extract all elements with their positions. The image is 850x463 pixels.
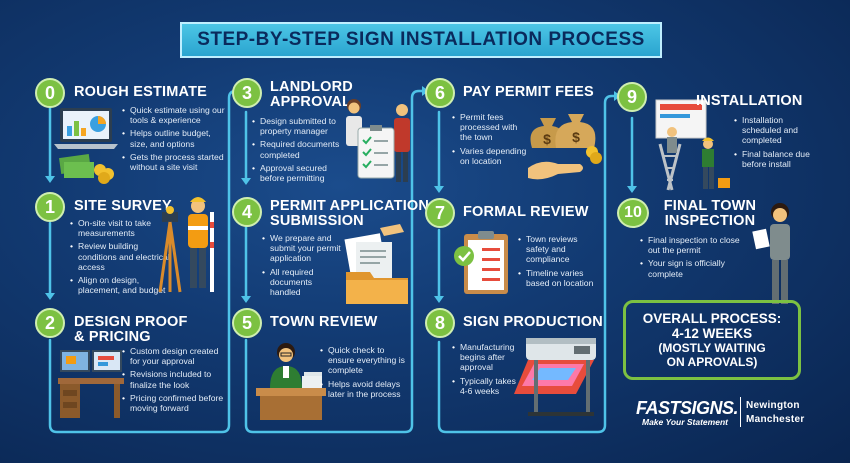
bullet-item: Quick estimate using our tools & experie… [122, 105, 227, 125]
money-bags-icon: $ $ [528, 114, 602, 180]
documents-folder-icon [344, 224, 408, 304]
step-bullets: Permit fees processed with the town Vari… [452, 112, 527, 169]
clipboard-check-icon [454, 231, 508, 294]
brand-footer: FASTSIGNS. Make Your Statement Newington… [636, 394, 826, 434]
step-title: FORMAL REVIEW [463, 204, 589, 220]
step-bullets: Design submitted to property manager Req… [252, 116, 352, 186]
step-title-line: FINAL TOWN [663, 198, 757, 214]
bullet-item: Your sign is officially complete [640, 258, 752, 278]
step-bullets: Quick estimate using our tools & experie… [122, 105, 227, 175]
step-number-badge: 10 [617, 198, 649, 228]
brand-logo: FASTSIGNS. [636, 398, 739, 418]
surveyor-icon [158, 197, 214, 293]
step-title-line: PERMIT APPLICATION [270, 198, 430, 214]
step-title-line: INSPECTION [664, 213, 756, 229]
step-number-badge: 1 [35, 192, 65, 222]
laptop-money-icon [54, 108, 118, 184]
brand-location: Newington [746, 400, 800, 411]
step-number-badge: 8 [425, 308, 455, 338]
step-title: ROUGH ESTIMATE [74, 84, 208, 100]
overall-label: OVERALL PROCESS: [642, 311, 782, 326]
design-desk-icon [58, 350, 124, 418]
overall-duration: 4-12 WEEKS [671, 326, 753, 341]
bullet-item: Manufacturing begins after approval [452, 342, 524, 373]
step-bullets: Custom design created for your approval … [122, 346, 227, 416]
installers-icon [655, 99, 730, 191]
bullet-item: Final inspection to close out the permit [640, 235, 752, 255]
bullet-item: Required documents completed [252, 139, 352, 159]
step-bullets: Town reviews safety and compliance Timel… [518, 234, 600, 291]
bullet-item: We prepare and submit your permit applic… [262, 233, 344, 264]
brand-tagline: Make Your Statement [642, 417, 728, 427]
bullet-item: Timeline varies based on location [518, 268, 600, 288]
bullet-item: Town reviews safety and compliance [518, 234, 600, 265]
step-title: SITE SURVEY [74, 198, 172, 214]
step-title: TOWN REVIEW [270, 314, 378, 330]
bullet-item: Gets the process started without a site … [122, 152, 227, 172]
step-title-line: & PRICING [74, 329, 151, 345]
step-bullets: We prepare and submit your permit applic… [262, 233, 344, 300]
step-number-badge: 2 [35, 308, 65, 338]
step-bullets: On-site visit to take measurements Revie… [70, 218, 170, 298]
overall-note: (MOSTLY WAITING [658, 341, 766, 355]
bullet-item: Permit fees processed with the town [452, 112, 527, 143]
bullet-item: Quick check to ensure everything is comp… [320, 345, 408, 376]
bullet-item: Revisions included to finalize the look [122, 369, 227, 389]
svg-text:$: $ [572, 129, 580, 145]
overall-process-box: OVERALL PROCESS: 4-12 WEEKS (MOSTLY WAIT… [623, 300, 801, 380]
step-title: INSTALLATION [696, 93, 803, 109]
bullet-item: Align on design, placement, and budget [70, 275, 170, 295]
step-number-badge: 9 [617, 82, 647, 112]
bullet-item: Design submitted to property manager [252, 116, 352, 136]
step-bullets: Installation scheduled and completed Fin… [734, 115, 824, 172]
bullet-item: Typically takes 4-6 weeks [452, 376, 524, 396]
bullet-item: All required documents handled [262, 267, 344, 298]
bullet-item: Custom design created for your approval [122, 346, 227, 366]
svg-text:$: $ [543, 131, 551, 147]
step-number-badge: 3 [232, 78, 262, 108]
brand-location: Manchester [746, 414, 805, 425]
step-number-badge: 7 [425, 198, 455, 228]
bullet-item: Approval secured before permitting [252, 163, 352, 183]
title-banner: STEP-BY-STEP SIGN INSTALLATION PROCESS [168, 22, 674, 58]
step-number-badge: 5 [232, 308, 262, 338]
step-number-badge: 4 [232, 197, 262, 227]
bullet-item: Review building conditions and electrica… [70, 241, 170, 272]
clerk-desk-icon [256, 343, 326, 420]
bullet-item: Helps avoid delays later in the process [320, 379, 408, 399]
step-title-line: LANDLORD [270, 79, 353, 95]
step-title-line: DESIGN PROOF [74, 314, 188, 330]
bullet-item: Pricing confirmed before moving forward [122, 393, 227, 413]
step-title: SIGN PRODUCTION [463, 314, 603, 330]
bullet-item: Helps outline budget, size, and options [122, 128, 227, 148]
step-bullets: Quick check to ensure everything is comp… [320, 345, 408, 402]
step-title: PAY PERMIT FEES [463, 84, 594, 100]
step-title-line: SUBMISSION [270, 213, 364, 229]
brand-divider [740, 397, 741, 427]
inspector-icon [752, 203, 790, 304]
step-title: DESIGN PROOF& PRICING [74, 315, 188, 345]
bullet-item: Installation scheduled and completed [734, 115, 824, 146]
step-title-line: APPROVAL [270, 94, 352, 110]
page-title: STEP-BY-STEP SIGN INSTALLATION PROCESS [197, 29, 645, 50]
bullet-item: Varies depending on location [452, 146, 527, 166]
bullet-item: On-site visit to take measurements [70, 218, 170, 238]
overall-note: ON APROVALS) [666, 355, 758, 369]
bullet-item: Final balance due before install [734, 149, 824, 169]
step-bullets: Final inspection to close out the permit… [640, 235, 752, 282]
step-number-badge: 6 [425, 78, 455, 108]
step-bullets: Manufacturing begins after approval Typi… [452, 342, 524, 399]
printer-icon [514, 338, 596, 416]
step-number-badge: 0 [35, 78, 65, 108]
checklist-people-icon [346, 99, 410, 182]
